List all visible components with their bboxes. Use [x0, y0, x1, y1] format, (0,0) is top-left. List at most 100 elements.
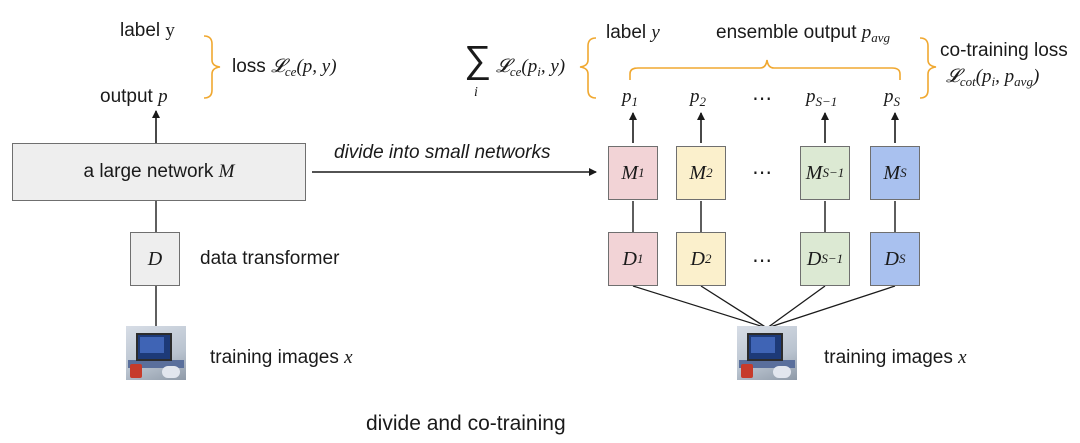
output-var: p [158, 86, 168, 107]
label-y-var: y [165, 20, 175, 41]
data-transformer-box: D [130, 232, 180, 286]
fan-line-1 [632, 285, 768, 329]
transformer-2-var: D [690, 247, 705, 270]
output-ps-var: p [884, 86, 894, 107]
ensemble-sub: avg [871, 30, 891, 45]
transformer-s-sub: S [898, 251, 906, 266]
transformer-1-var: D [622, 247, 637, 270]
cot-L: 𝓛 [946, 66, 960, 87]
fan-line-s [766, 285, 896, 329]
sum-args: (p [521, 56, 538, 77]
ensemble-brace [629, 59, 901, 80]
label-y-right-text: label [606, 22, 652, 43]
caption: divide and co-training [366, 412, 566, 435]
ensemble-output: ensemble output pavg [716, 22, 890, 49]
data-transformer-label: data transformer [200, 248, 340, 269]
training-text-right: training images [824, 347, 959, 368]
training-text-left: training images [210, 347, 345, 368]
sum-sub: ce [509, 64, 522, 79]
loss-brace-right [579, 37, 597, 99]
loss-sub: ce [284, 64, 297, 79]
ensemble-text: ensemble output [716, 22, 862, 43]
output-ps-1-var: p [806, 86, 816, 107]
output-p2: p2 [690, 86, 706, 113]
transformer-1-sub: 1 [636, 251, 644, 266]
model-2-var: M [689, 161, 707, 184]
network-text: a large network [83, 161, 214, 182]
sum-index: i [474, 85, 478, 100]
training-image-left [126, 326, 186, 380]
transformer-s-1-var: D [806, 247, 822, 270]
transformer-s-var: D [884, 247, 899, 270]
model-s-1-sub: S−1 [822, 165, 845, 180]
loss-brace-left [203, 35, 221, 99]
cot-title: co-training loss [940, 40, 1068, 61]
model-s-sub: S [900, 165, 907, 180]
sum-loss: 𝓛ce(pi, y) [496, 56, 565, 83]
output-p1: p1 [622, 86, 638, 113]
training-var-left: x [344, 347, 353, 368]
transformer-s-1-sub: S−1 [821, 251, 844, 266]
sum-symbol: ∑ [464, 39, 492, 81]
cot-args-end: ) [1032, 66, 1040, 87]
output-p-left: output p [100, 86, 168, 108]
divide-arrow-label: divide into small networks [334, 142, 551, 163]
fan-line-2 [700, 285, 768, 329]
network-var: M [218, 161, 235, 182]
cot-brace [919, 37, 937, 99]
sum-args-sub: i [537, 64, 541, 79]
model-1-sub: 1 [638, 165, 645, 180]
model-ellipsis: ⋯ [752, 162, 773, 184]
label-y-left: label y [120, 20, 175, 42]
fan-line-s-1 [766, 285, 826, 329]
model-1-var: M [621, 161, 639, 184]
transformer-var: D [147, 247, 163, 270]
output-p1-sub: 1 [631, 94, 639, 109]
loss-left: loss 𝓛ce(p, y) [232, 56, 337, 83]
output-ps-1-sub: S−1 [815, 94, 838, 109]
sum-args-end: , y) [540, 56, 566, 77]
model-s-1-var: M [805, 161, 823, 184]
label-y-right: label y [606, 22, 660, 44]
cot-sub: cot [959, 74, 976, 89]
cot-formula: 𝓛cot(pi, pavg) [946, 66, 1039, 93]
ensemble-var: p [861, 22, 872, 43]
transformer-2-sub: 2 [704, 251, 712, 266]
label-y-text: label [120, 20, 166, 41]
sum-L: 𝓛 [496, 56, 510, 77]
training-image-right [737, 326, 797, 380]
output-ps-1: pS−1 [806, 86, 837, 113]
training-var-right: x [958, 347, 967, 368]
loss-text: loss [232, 56, 272, 77]
cot-args-mid: , p [995, 66, 1015, 87]
output-ellipsis: ⋯ [752, 88, 773, 110]
output-ps-sub: S [893, 94, 901, 109]
loss-symbol: 𝓛 [271, 56, 285, 77]
model-s-var: M [883, 161, 901, 184]
training-images-right: training images x [824, 347, 967, 369]
loss-args: (p, y) [296, 56, 337, 77]
output-text: output [100, 86, 159, 107]
output-ps: pS [884, 86, 900, 113]
large-network-box: a large network M [12, 143, 306, 201]
cot-args: (p [975, 66, 992, 87]
cot-args-sub-avg: avg [1014, 74, 1033, 89]
output-p1-var: p [622, 86, 632, 107]
label-y-right-var: y [651, 22, 660, 43]
output-p2-var: p [690, 86, 700, 107]
training-images-left: training images x [210, 347, 353, 369]
output-p2-sub: 2 [699, 94, 707, 109]
cot-args-sub-i: i [991, 74, 996, 89]
transformer-ellipsis: ⋯ [752, 250, 773, 272]
model-2-sub: 2 [706, 165, 713, 180]
